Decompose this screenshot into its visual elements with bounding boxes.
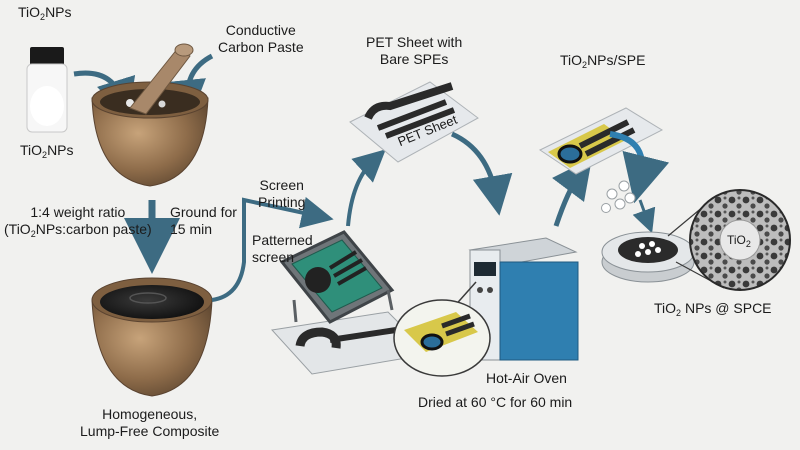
pet-sheet-bare-spes	[349, 81, 479, 163]
mortar-with-pestle	[91, 43, 209, 187]
mortar-with-composite	[91, 277, 213, 397]
label-tio2-spce: TiO2 NPs @ SPCE	[654, 300, 772, 318]
arrow-to-oven	[450, 131, 513, 216]
label-carbon-paste: Conductive Carbon Paste	[218, 22, 304, 55]
tio2-bottle	[26, 47, 68, 133]
label-tio2-bottle: TiO2NPs	[20, 142, 74, 160]
porous-tio2-sphere	[689, 189, 791, 291]
hot-air-oven	[468, 237, 579, 361]
arrow-particles-down	[632, 199, 656, 234]
label-screen-printing: Screen Printing	[258, 177, 306, 210]
label-tio2-sphere: TiO2	[727, 233, 751, 249]
arrow-to-pet-sheet	[346, 149, 386, 227]
label-dried: Dried at 60 °C for 60 min	[418, 394, 573, 410]
nanoparticle-dots	[601, 180, 636, 213]
label-tio2-spe: TiO2NPs/SPE	[560, 52, 646, 70]
spce-disk	[601, 231, 695, 283]
magnified-electrode-view	[393, 281, 491, 377]
label-oven: Hot-Air Oven	[486, 370, 567, 386]
label-ground-time: Ground for 15 min	[170, 204, 237, 237]
label-tio2-top: TiO2NPs	[18, 4, 72, 22]
label-composite: Homogeneous, Lump-Free Composite	[80, 406, 220, 439]
label-patterned-screen: Patterned screen	[252, 232, 313, 265]
connector-to-screen-printing	[211, 196, 334, 302]
arrow-to-tio2-spe	[552, 157, 592, 227]
screen-printing-frame	[271, 230, 432, 375]
label-pet-sheet-title: PET Sheet with Bare SPEs	[366, 34, 463, 67]
arrow-to-spce-detail	[609, 131, 670, 204]
label-weight-ratio: 1:4 weight ratio (TiO2NPs:carbon paste)	[4, 204, 152, 239]
tio2-spe-electrode	[538, 107, 664, 175]
